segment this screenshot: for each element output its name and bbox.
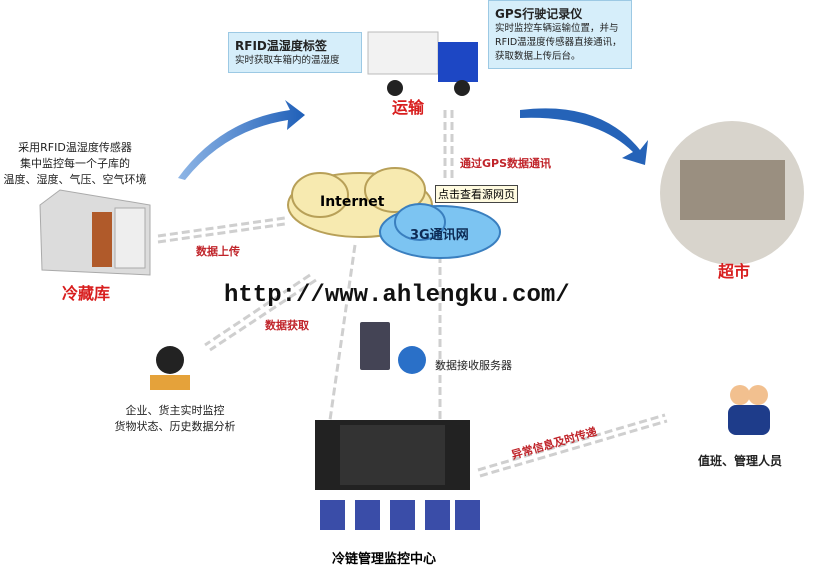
cold-storage-desc: 采用RFID温湿度传感器 集中监控每一个子库的 温度、湿度、气压、空气环境 bbox=[0, 140, 150, 188]
rfid-tag-desc: 实时获取车箱内的温湿度 bbox=[235, 55, 340, 66]
gps-callout: GPS行驶记录仪 实时监控车辆运输位置，并与RFID温湿度传感器直接通讯，获取数… bbox=[488, 0, 632, 69]
dashed-upload bbox=[157, 216, 286, 238]
website-url[interactable]: http://www.ahlengku.com/ bbox=[224, 282, 570, 309]
enterprise-line: 货物状态、历史数据分析 bbox=[114, 420, 236, 433]
cloud-internet bbox=[287, 167, 433, 238]
monitoring-wall-image bbox=[315, 420, 470, 490]
cloud-3g bbox=[379, 203, 501, 259]
dashed-alert bbox=[477, 413, 666, 472]
enterprise-label: 企业、货主实时监控 货物状态、历史数据分析 bbox=[95, 403, 255, 435]
arrow-storage-to-truck bbox=[178, 100, 305, 180]
desc-line: 温度、湿度、气压、空气环境 bbox=[3, 173, 147, 186]
truck-image bbox=[367, 31, 478, 96]
gps-comm-label: 通过GPS数据通讯 bbox=[460, 157, 552, 170]
supermarket-image bbox=[660, 121, 804, 265]
desc-line: 采用RFID温湿度传感器 bbox=[18, 141, 132, 154]
supermarket-label: 超市 bbox=[718, 262, 751, 281]
rfid-tag-callout: RFID温湿度标签 实时获取车箱内的温湿度 bbox=[228, 32, 362, 73]
staff-label: 值班、管理人员 bbox=[698, 454, 783, 468]
server-label: 数据接收服务器 bbox=[435, 359, 512, 372]
operators-image bbox=[320, 500, 480, 530]
staff-image bbox=[728, 385, 770, 435]
enterprise-user-image bbox=[150, 346, 190, 390]
internet-label: Internet bbox=[320, 194, 385, 210]
enterprise-line: 企业、货主实时监控 bbox=[125, 404, 225, 417]
server-image bbox=[360, 322, 426, 374]
transport-label: 运输 bbox=[392, 98, 425, 117]
desc-line: 集中监控每一个子库的 bbox=[20, 157, 130, 170]
gps-title: GPS行驶记录仪 bbox=[495, 7, 583, 21]
dashed-fetch bbox=[204, 273, 311, 347]
arrow-truck-to-market bbox=[520, 108, 648, 165]
3g-network-label: 3G通讯网 bbox=[410, 228, 469, 243]
rfid-tag-title: RFID温湿度标签 bbox=[235, 39, 327, 53]
gps-desc: 实时监控车辆运输位置，并与RFID温湿度传感器直接通讯，获取数据上传后台。 bbox=[495, 23, 622, 62]
cold-storage-image bbox=[39, 189, 151, 276]
fetch-label: 数据获取 bbox=[265, 319, 309, 332]
cold-storage-label: 冷藏库 bbox=[62, 284, 111, 303]
view-source-tooltip[interactable]: 点击查看源网页 bbox=[435, 185, 518, 203]
upload-label: 数据上传 bbox=[196, 245, 240, 258]
monitoring-center-label: 冷链管理监控中心 bbox=[332, 552, 437, 567]
